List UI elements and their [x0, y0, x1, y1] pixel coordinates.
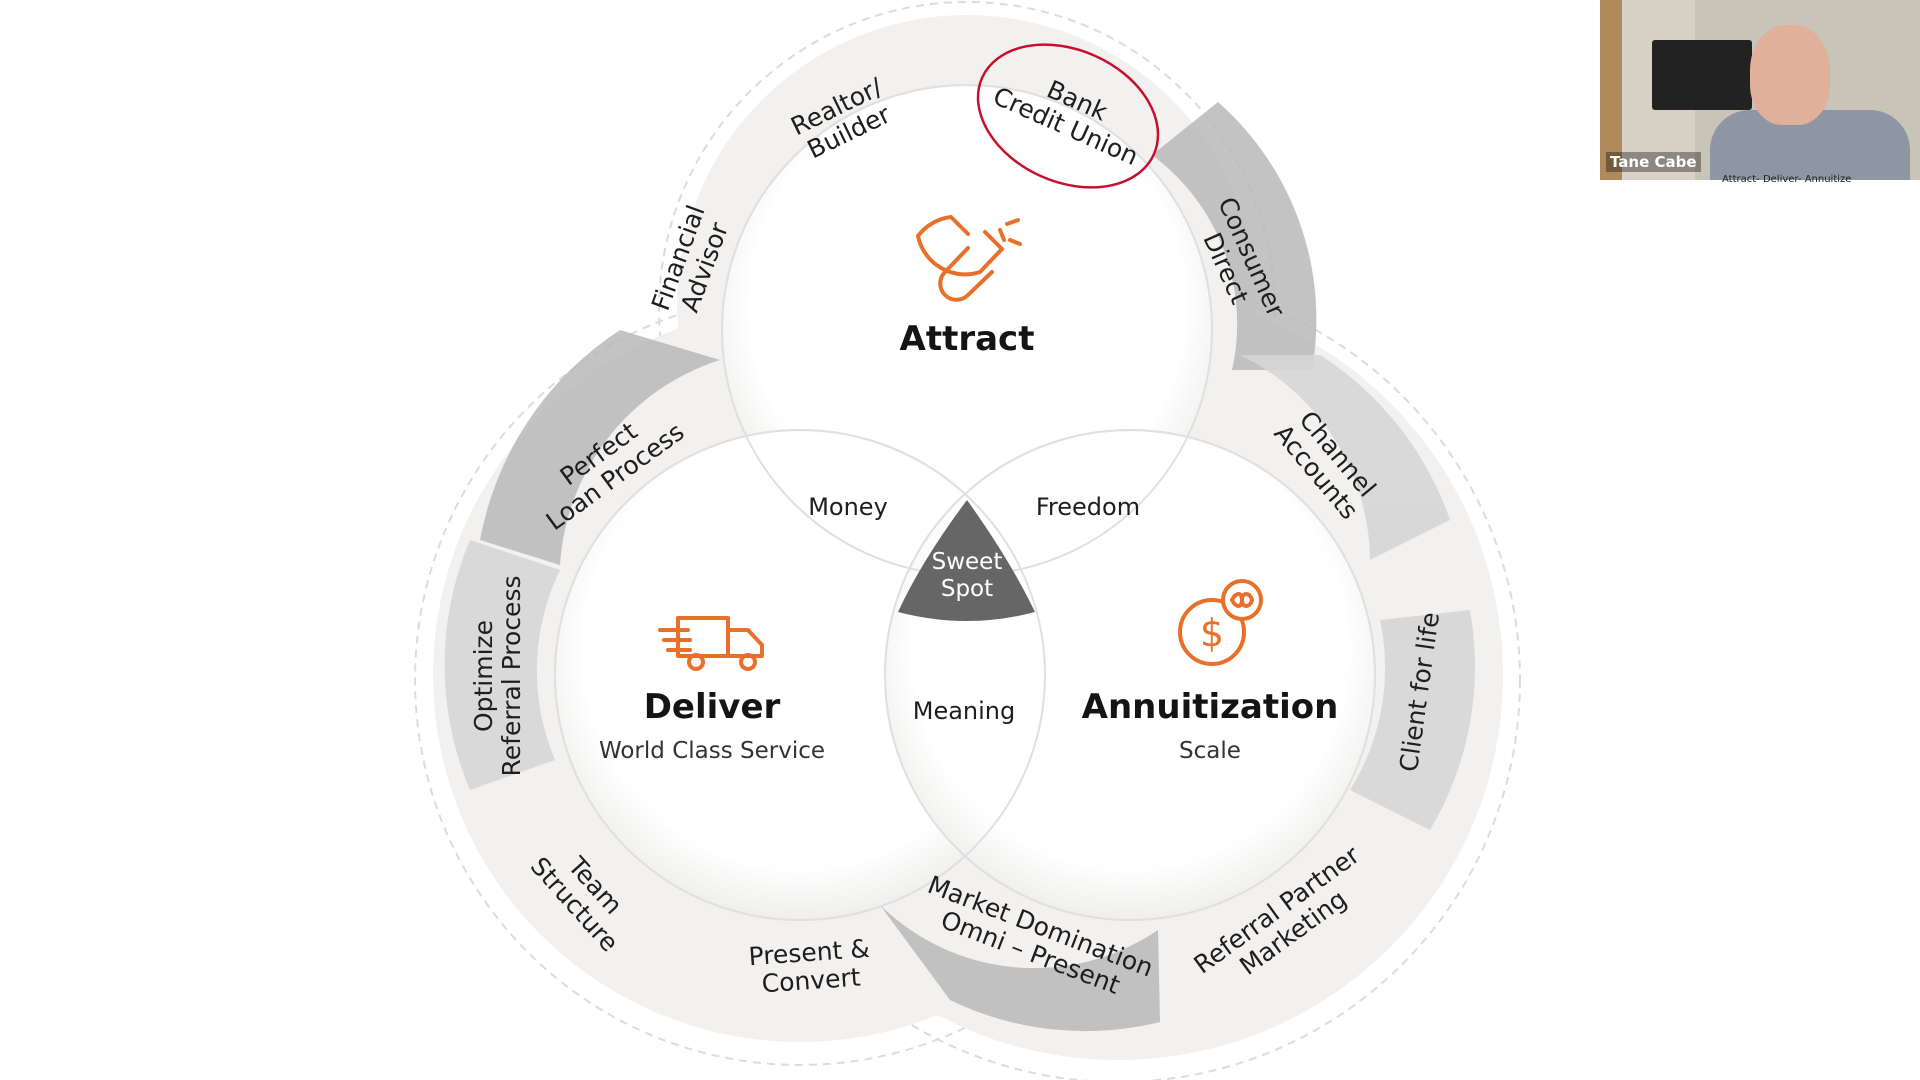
annuitization-title: Annuitization — [1082, 687, 1339, 727]
delivery-truck-icon — [658, 616, 764, 671]
attract-title: Attract — [900, 319, 1035, 359]
dollar-infinity-icon — [1178, 579, 1263, 666]
ring-label-present: Present & Convert — [748, 934, 871, 999]
overlap-freedom-label: Freedom — [1036, 493, 1140, 521]
highlight-annotation-ellipse — [976, 43, 1160, 189]
video-monitor — [1652, 40, 1752, 110]
dark-segments — [480, 102, 1317, 1032]
dollar-sign-glyph: $ — [1200, 611, 1224, 655]
overlap-meaning-label: Meaning — [913, 697, 1016, 725]
participant-head — [1750, 25, 1830, 125]
overlap-money-label: Money — [808, 493, 888, 521]
sweet-spot-label-1: Sweet — [932, 549, 1003, 575]
segment-label-optimize-1: Optimize — [469, 620, 498, 732]
slide-caption: Attract- Deliver- Annuitize — [1722, 174, 1852, 185]
deliver-title: Deliver — [644, 687, 781, 727]
mid-segments — [444, 355, 1476, 830]
segment-label-present-2: Convert — [761, 963, 862, 999]
segment-label-optimize-2: Referral Process — [497, 576, 526, 777]
ring-label-optimize: Optimize Referral Process — [469, 576, 526, 777]
magnet-icon — [916, 215, 1022, 302]
deliver-subtitle: World Class Service — [599, 738, 825, 764]
sweet-spot-label-2: Spot — [941, 576, 993, 602]
sweet-spot-shape — [898, 500, 1035, 621]
annuitization-subtitle: Scale — [1179, 738, 1241, 764]
participant-name: Tane Cabe — [1606, 152, 1701, 172]
participant-video-tile[interactable]: Tane Cabe — [1600, 0, 1920, 180]
